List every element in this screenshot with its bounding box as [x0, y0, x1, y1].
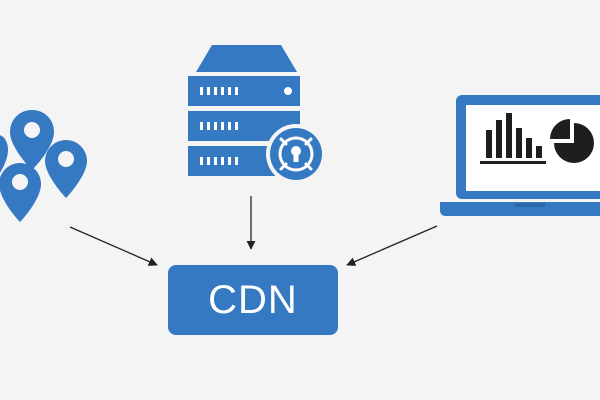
server-icon	[188, 45, 300, 176]
cdn-label: CDN	[208, 278, 298, 322]
bar-chart-icon	[480, 113, 546, 164]
map-pin-icon	[0, 135, 8, 173]
map-pin-icon	[0, 163, 41, 222]
arrow-laptop-to-cdn	[346, 225, 438, 266]
pie-chart-icon	[550, 119, 594, 163]
map-pins-icon	[0, 110, 87, 222]
map-pin-icon	[45, 140, 87, 198]
map-pin-icon	[10, 110, 54, 170]
cdn-node: CDN	[168, 265, 338, 335]
arrow-locations-to-cdn	[69, 226, 158, 266]
lock-badge-icon	[266, 124, 326, 184]
